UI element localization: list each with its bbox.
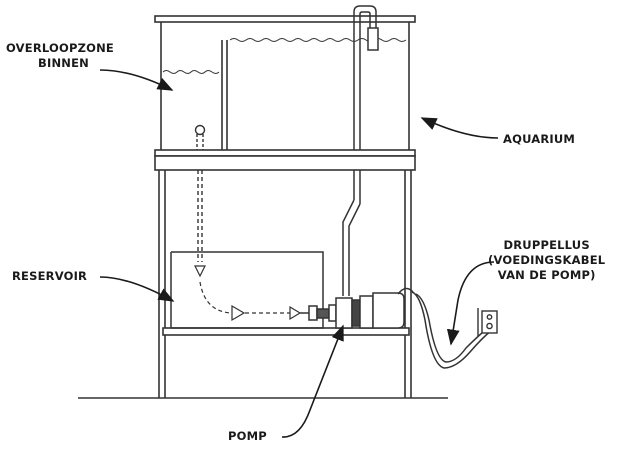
overflow-drain — [194, 124, 206, 262]
label-drip-line3: VAN DE POMP) — [497, 268, 596, 282]
overflow-wall — [221, 40, 228, 150]
arrow-pump — [281, 324, 344, 438]
label-drip-line1: DRUPPELLUS — [503, 238, 590, 252]
overflow-water-surface — [162, 70, 220, 74]
drip-loop-cable — [411, 291, 493, 369]
arrow-aquarium — [420, 117, 499, 139]
wall-outlet — [477, 308, 498, 336]
arrow-overflow — [99, 69, 174, 91]
label-overflow-line2: BINNEN — [38, 56, 89, 70]
arrow-drip-loop — [446, 261, 495, 346]
tank-water-surface — [229, 38, 407, 42]
aquarium-tank — [154, 15, 416, 171]
label-overflow-line1: OVERLOOPZONE — [6, 41, 114, 55]
arrow-reservoir — [99, 276, 175, 302]
pump — [300, 287, 414, 329]
leader-arrows — [99, 69, 499, 438]
return-pipe — [342, 5, 379, 296]
reservoir-box — [170, 251, 324, 329]
label-drip-line2: (VOEDINGSKABEL — [488, 253, 606, 267]
label-reservoir: RESERVOIR — [12, 269, 88, 283]
flow-arrows — [194, 265, 302, 322]
label-pump: POMP — [228, 429, 267, 443]
label-overflow-inside: OVERLOOPZONE BINNEN — [6, 41, 114, 71]
label-drip-loop: DRUPPELLUS (VOEDINGSKABEL VAN DE POMP) — [488, 238, 605, 283]
label-aquarium: AQUARIUM — [503, 132, 576, 146]
stand — [158, 170, 412, 398]
